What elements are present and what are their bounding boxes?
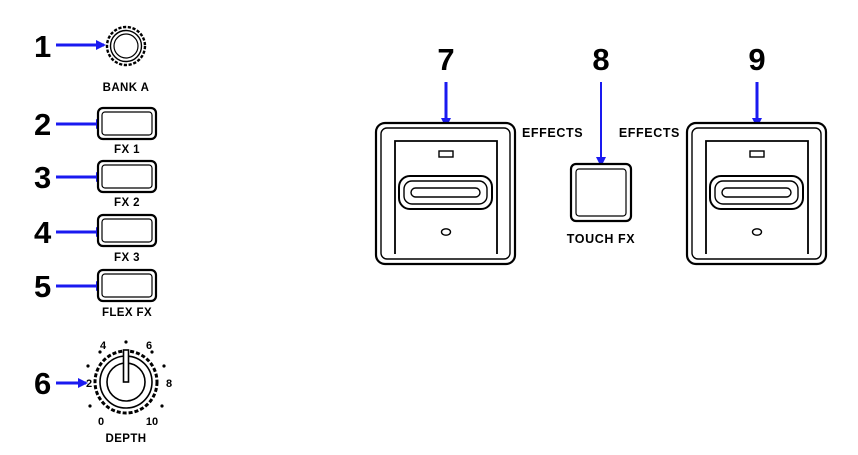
touch-fx-label: TOUCH FX — [567, 232, 636, 246]
effects-left-label: EFFECTS — [522, 126, 583, 140]
flex-fx-button[interactable] — [96, 268, 158, 303]
fx2-button[interactable] — [96, 159, 158, 194]
depth-scale-2: 2 — [86, 378, 92, 390]
fx1-label: FX 1 — [114, 144, 140, 156]
depth-scale-dots — [86, 340, 166, 408]
callout-8: 8 — [592, 42, 609, 77]
callout-7: 7 — [437, 42, 454, 77]
depth-label: DEPTH — [106, 433, 147, 445]
callout-2: 2 — [34, 107, 51, 142]
effects-left-led — [438, 150, 454, 158]
depth-scale-10: 10 — [146, 416, 158, 428]
callout-9: 9 — [748, 42, 765, 77]
bank-a-knob[interactable] — [105, 25, 147, 67]
callout-6: 6 — [34, 366, 51, 401]
effects-right-led — [749, 150, 765, 158]
effects-right-label: EFFECTS — [619, 126, 680, 140]
flex-fx-label: FLEX FX — [102, 307, 152, 319]
depth-pointer — [122, 349, 130, 383]
fx2-label: FX 2 — [114, 197, 140, 209]
callout-5: 5 — [34, 269, 51, 304]
touch-fx-button[interactable] — [569, 162, 633, 223]
depth-scale-4: 4 — [100, 340, 107, 352]
depth-scale-8: 8 — [166, 378, 172, 390]
effects-paddle-right[interactable] — [685, 121, 828, 266]
effects-paddle-left[interactable] — [374, 121, 517, 266]
depth-scale-6: 6 — [146, 340, 152, 352]
depth-knob[interactable] — [93, 349, 159, 415]
depth-scale-0: 0 — [98, 416, 104, 428]
fx1-button[interactable] — [96, 106, 158, 141]
callout-3: 3 — [34, 160, 51, 195]
bank-a-label: BANK A — [103, 82, 150, 94]
callout-4: 4 — [34, 215, 52, 250]
callout-1: 1 — [34, 29, 51, 64]
fx3-button[interactable] — [96, 213, 158, 248]
fx3-label: FX 3 — [114, 252, 140, 264]
